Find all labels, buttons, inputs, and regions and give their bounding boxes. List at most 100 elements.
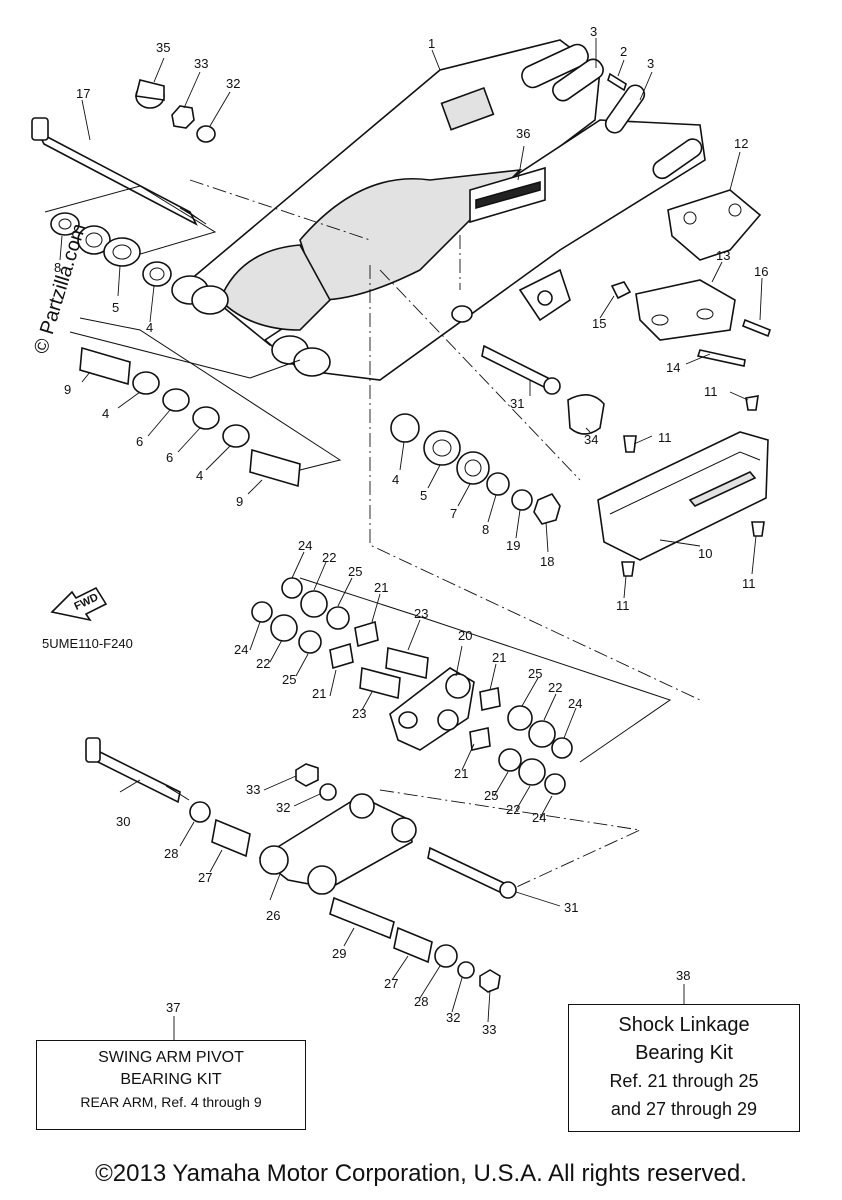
swing-arm-kit-line3: REAR ARM, Ref. 4 through 9 (80, 1094, 262, 1110)
callout-21: 21 (312, 686, 326, 701)
callout-29: 29 (332, 946, 346, 961)
linkage-bearings[interactable] (251, 577, 573, 795)
collar-nut-washer[interactable] (135, 79, 216, 143)
shock-linkage-kit-box: Shock Linkage Bearing Kit Ref. 21 throug… (568, 1004, 800, 1132)
callout-4: 4 (146, 320, 153, 335)
callout-33: 33 (482, 1022, 496, 1037)
callout-27: 27 (198, 870, 212, 885)
chain-support[interactable] (667, 189, 762, 261)
callout-28: 28 (414, 994, 428, 1009)
callout-22: 22 (506, 802, 520, 817)
callout-numbers: 1 3 2 3 35 33 32 17 36 12 13 16 15 14 11… (54, 24, 768, 1037)
swing-arm-kit-line1: SWING ARM PIVOT (98, 1049, 244, 1066)
callout-19: 19 (506, 538, 520, 553)
callout-24: 24 (568, 696, 582, 711)
linkage-bolt[interactable] (85, 737, 190, 804)
callout-11: 11 (742, 576, 756, 591)
callout-16: 16 (754, 264, 768, 279)
callout-17: 17 (76, 86, 90, 101)
callout-32: 32 (276, 800, 290, 815)
shock-kit-line3: Ref. 21 through 25 (609, 1071, 759, 1091)
callout-9: 9 (236, 494, 243, 509)
pivot-shaft[interactable] (31, 117, 207, 226)
callout-3: 3 (590, 24, 597, 39)
callout-14: 14 (666, 360, 680, 375)
callout-4: 4 (196, 468, 203, 483)
callout-8: 8 (54, 260, 61, 275)
chain-guide-bracket[interactable] (610, 279, 771, 367)
callout-31: 31 (564, 900, 578, 915)
callout-33: 33 (246, 782, 260, 797)
callout-8: 8 (482, 522, 489, 537)
callout-22: 22 (322, 550, 336, 565)
callout-27: 27 (384, 976, 398, 991)
callout-7: 7 (450, 506, 457, 521)
decal-label[interactable] (469, 166, 546, 224)
callout-38: 38 (676, 968, 690, 983)
callout-28: 28 (164, 846, 178, 861)
callout-9: 9 (64, 382, 71, 397)
swing-arm-kit-box: SWING ARM PIVOT BEARING KIT REAR ARM, Re… (36, 1040, 306, 1130)
callout-35: 35 (156, 40, 170, 55)
copyright: ©2013 Yamaha Motor Corporation, U.S.A. A… (95, 1160, 747, 1187)
callout-32: 32 (446, 1010, 460, 1025)
callout-24: 24 (234, 642, 248, 657)
connecting-rod[interactable] (258, 793, 417, 895)
callout-31: 31 (510, 396, 524, 411)
callout-32: 32 (226, 76, 240, 91)
callout-4: 4 (102, 406, 109, 421)
callout-15: 15 (592, 316, 606, 331)
callout-3: 3 (647, 56, 654, 71)
callout-5: 5 (420, 488, 427, 503)
callout-22: 22 (548, 680, 562, 695)
chain-slider[interactable] (597, 395, 769, 577)
shock-kit-line4: and 27 through 29 (610, 1099, 758, 1119)
callout-18: 18 (540, 554, 554, 569)
diagram-code: 5UME110-F240 (42, 636, 133, 651)
shock-kit-line1: Shock Linkage (618, 1014, 750, 1036)
callout-33: 33 (194, 56, 208, 71)
callout-24: 24 (532, 810, 546, 825)
callout-25: 25 (528, 666, 542, 681)
callout-23: 23 (352, 706, 366, 721)
callout-25: 25 (282, 672, 296, 687)
callout-25: 25 (348, 564, 362, 579)
fwd-arrow-icon: FWD (50, 586, 108, 622)
callout-12: 12 (734, 136, 748, 151)
callout-23: 23 (414, 606, 428, 621)
callout-21: 21 (374, 580, 388, 595)
pivot-bolt-upper[interactable] (481, 344, 605, 435)
callout-21: 21 (454, 766, 468, 781)
callout-10: 10 (698, 546, 712, 561)
chain-puller-plates[interactable] (549, 56, 648, 137)
callout-13: 13 (716, 248, 730, 263)
leader-lines (59, 38, 763, 1040)
shock-kit-line2: Bearing Kit (635, 1042, 733, 1064)
callout-25: 25 (484, 788, 498, 803)
callout-37: 37 (166, 1000, 180, 1015)
callout-36: 36 (516, 126, 530, 141)
callout-11: 11 (616, 598, 630, 613)
callout-24: 24 (298, 538, 312, 553)
callout-21: 21 (492, 650, 506, 665)
bearing-set-right[interactable] (390, 413, 561, 525)
swing-arm-kit-line2: BEARING KIT (120, 1071, 222, 1088)
swing-arm[interactable] (171, 39, 706, 381)
callout-6: 6 (166, 450, 173, 465)
callout-5: 5 (112, 300, 119, 315)
callout-2: 2 (620, 44, 627, 59)
callout-6: 6 (136, 434, 143, 449)
bearing-set-left[interactable] (50, 212, 301, 488)
callout-26: 26 (266, 908, 280, 923)
linkage-lower-hardware[interactable] (189, 763, 517, 993)
callout-4: 4 (392, 472, 399, 487)
callout-11: 11 (704, 384, 718, 399)
callout-22: 22 (256, 656, 270, 671)
callout-11: 11 (658, 430, 672, 445)
callout-20: 20 (458, 628, 472, 643)
relay-arm[interactable] (389, 667, 475, 751)
callout-1: 1 (428, 36, 435, 51)
callout-30: 30 (116, 814, 130, 829)
callout-34: 34 (584, 432, 598, 447)
